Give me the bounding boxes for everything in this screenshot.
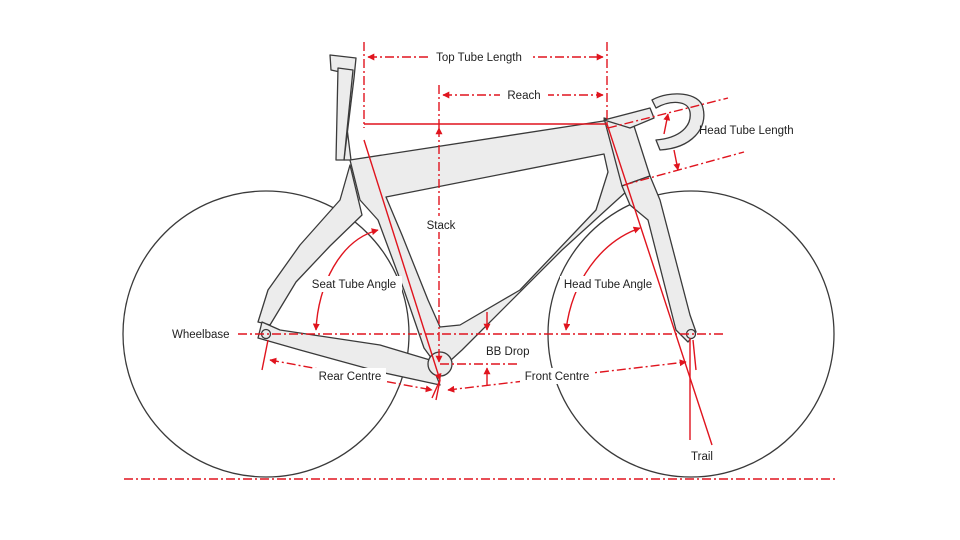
handlebar — [651, 93, 705, 151]
labels: Top Tube Length Reach Head Tube Length S… — [172, 48, 794, 463]
label-head-tube-angle: Head Tube Angle — [564, 279, 652, 291]
dimension-lines — [124, 42, 836, 480]
label-stack: Stack — [427, 220, 456, 232]
seat-tube-line — [363, 139, 442, 381]
label-trail: Trail — [691, 451, 713, 463]
seat-stays — [257, 164, 363, 326]
head-tube-angle-arc — [563, 226, 641, 331]
label-front-centre: Front Centre — [525, 371, 590, 383]
label-seat-tube-angle: Seat Tube Angle — [312, 279, 396, 291]
label-bb-drop: BB Drop — [486, 346, 529, 358]
label-rear-centre: Rear Centre — [319, 371, 382, 383]
rear-centre-dim — [269, 357, 433, 393]
label-wheelbase: Wheelbase — [172, 329, 230, 341]
label-top-tube-length: Top Tube Length — [436, 52, 522, 64]
bike-frame — [257, 54, 705, 386]
label-head-tube-length: Head Tube Length — [699, 125, 794, 137]
head-tube-length-dim-top — [663, 113, 671, 135]
steering-axis-line — [606, 123, 713, 446]
head-tube-length-dim-bottom — [673, 149, 681, 171]
seat-tube-angle-arc — [312, 228, 379, 331]
fork — [621, 175, 697, 343]
label-reach: Reach — [507, 90, 540, 102]
